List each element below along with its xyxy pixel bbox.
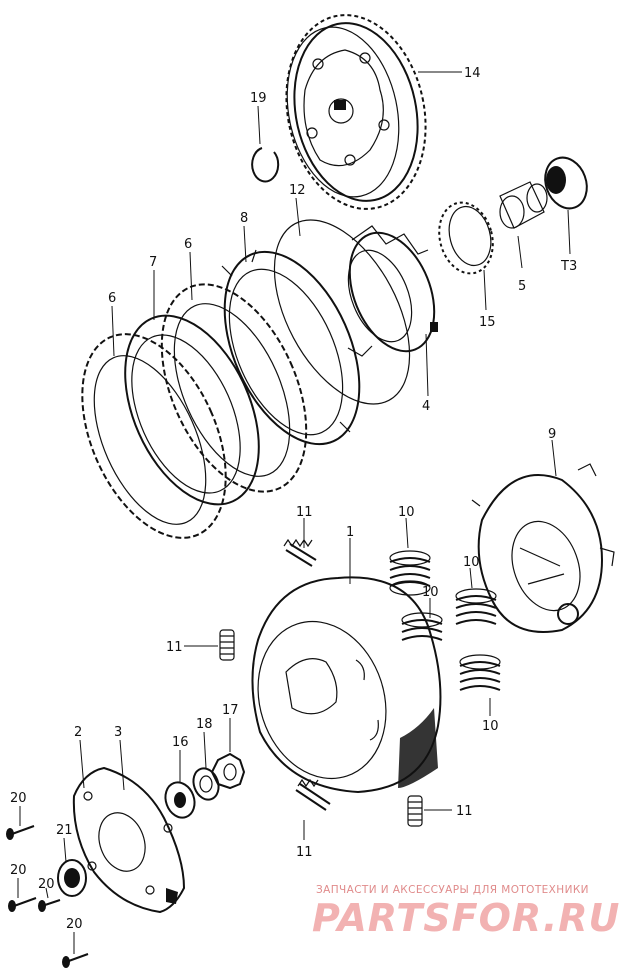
clutch-spring-1 (389, 550, 431, 596)
spring-bolt-3 (295, 778, 331, 811)
spring-bolt-1 (283, 538, 317, 567)
part-label-6-lower: 6 (108, 291, 116, 306)
screw-2 (8, 897, 37, 912)
part-label-17: 17 (222, 703, 239, 718)
part-label-20-b: 20 (10, 863, 27, 878)
part-labels: 14 19 12 T3 8 6 7 6 5 15 4 9 11 1 10 10 … (10, 66, 577, 932)
part-label-10-a: 10 (398, 505, 415, 520)
ball-bearing (57, 859, 87, 897)
part-label-10-c: 10 (422, 585, 439, 600)
clutch-spring-3 (401, 612, 443, 641)
part-label-20-c: 20 (38, 877, 55, 892)
part-label-11-bottom: 11 (296, 845, 313, 860)
spacer-collar (499, 181, 548, 229)
leader-lines (17, 71, 571, 954)
friction-disc-right (160, 283, 308, 493)
watermark-logo: PARTSFOR.RU (312, 896, 621, 940)
part-label-11-left: 11 (166, 640, 183, 655)
clutch-spring-4 (459, 654, 501, 691)
part-label-18: 18 (196, 717, 213, 732)
primary-driven-gear (285, 14, 427, 210)
part-label-14: 14 (464, 66, 481, 81)
part-label-11-right: 11 (456, 804, 473, 819)
part-label-5: 5 (518, 279, 526, 294)
part-label-9: 9 (548, 427, 556, 442)
lock-nut (210, 752, 246, 790)
part-label-12: 12 (289, 183, 306, 198)
part-label-6-upper: 6 (184, 237, 192, 252)
spring-bolt-2 (219, 629, 235, 661)
part-label-20-d: 20 (66, 917, 83, 932)
part-label-2: 2 (74, 725, 82, 740)
part-label-11-top: 11 (296, 505, 313, 520)
part-label-4: 4 (422, 399, 430, 414)
thrust-washer (192, 767, 220, 801)
screw-1 (6, 825, 35, 840)
clutch-center (251, 576, 442, 794)
primary-drive-gear (438, 201, 494, 275)
part-label-8: 8 (240, 211, 248, 226)
part-label-3: 3 (114, 725, 122, 740)
part-label-7: 7 (149, 255, 157, 270)
part-label-10-d: 10 (482, 719, 499, 734)
lock-washer (544, 156, 588, 210)
circlip (251, 147, 280, 183)
screw-4 (62, 953, 89, 968)
spring-bolt-4 (407, 795, 423, 827)
wire-ring (273, 219, 411, 405)
clutch-spring-2 (455, 588, 497, 625)
clutch-plate-8 (221, 249, 361, 446)
part-label-10-b: 10 (463, 555, 480, 570)
part-label-15: 15 (479, 315, 496, 330)
lifter-cam (164, 781, 196, 819)
part-label-16: 16 (172, 735, 189, 750)
part-label-21: 21 (56, 823, 73, 838)
clutch-cover (72, 766, 186, 914)
clutch-outer (347, 225, 438, 357)
part-label-t3: T3 (560, 259, 577, 274)
watermark-tagline: ЗАПЧАСТИ И АКСЕССУАРЫ ДЛЯ МОТОТЕХНИКИ (316, 884, 589, 896)
part-label-1: 1 (346, 525, 354, 540)
part-label-20-a: 20 (10, 791, 27, 806)
part-label-19: 19 (250, 91, 267, 106)
clutch-plate-7 (124, 314, 260, 506)
screw-3 (38, 899, 61, 912)
friction-disc-left (81, 333, 227, 539)
pressure-plate (471, 463, 615, 633)
